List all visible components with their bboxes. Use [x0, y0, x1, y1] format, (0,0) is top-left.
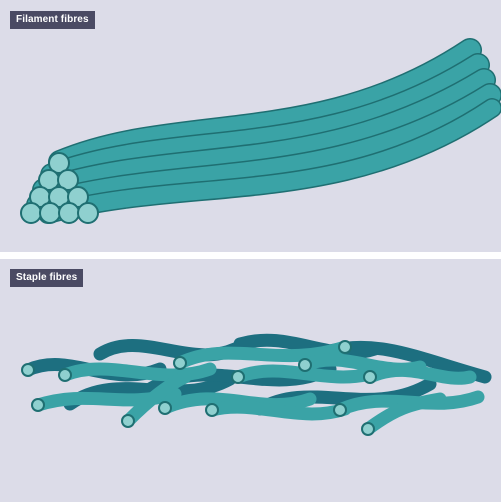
- filament-fibres-label: Filament fibres: [10, 11, 95, 29]
- staple-fibres: [28, 340, 485, 429]
- staple-fibres-label: Staple fibres: [10, 269, 83, 287]
- filament-fibres-panel: Filament fibres: [0, 0, 501, 252]
- staple-fibres-illustration: [0, 259, 501, 502]
- filament-fibres-illustration: [0, 0, 501, 252]
- staple-fibres-panel: Staple fibres: [0, 259, 501, 502]
- filament-bundle: [38, 50, 492, 214]
